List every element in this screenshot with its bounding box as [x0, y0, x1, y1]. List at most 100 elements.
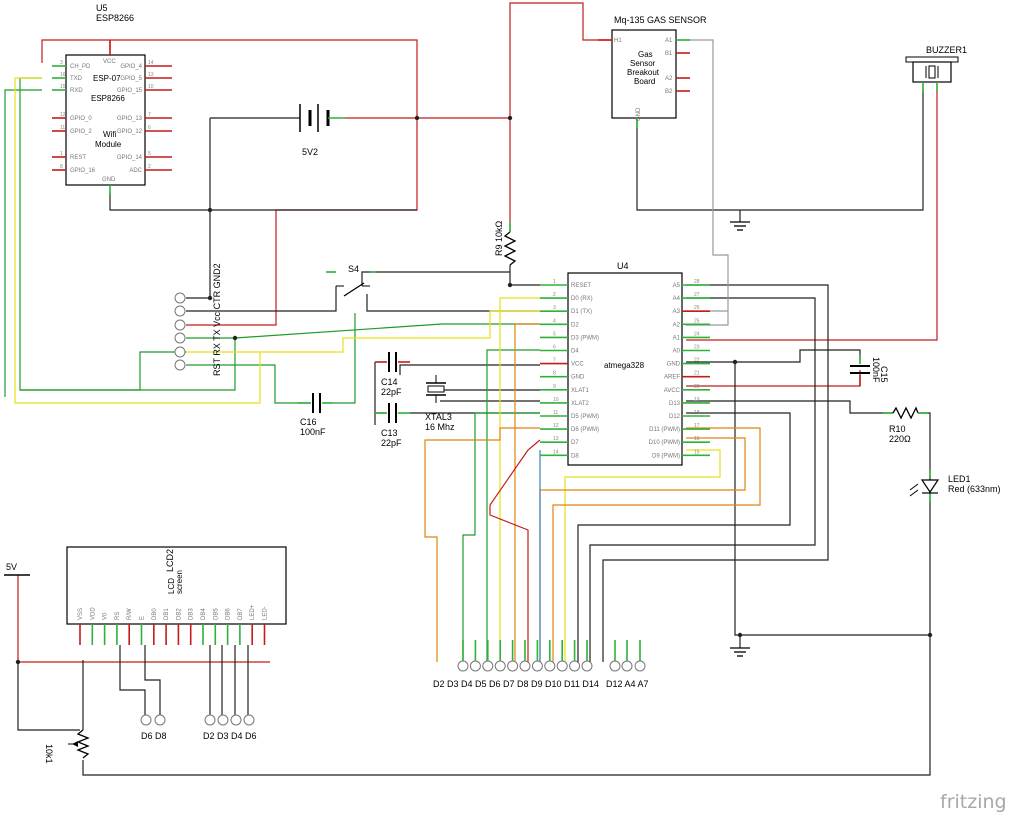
header-pad[interactable] — [531, 660, 543, 672]
u4-pin-number: 13 — [553, 436, 559, 442]
u4-pin-label: XLAT1 — [571, 388, 590, 394]
header-pad[interactable] — [556, 660, 568, 672]
header-pad[interactable] — [482, 660, 494, 672]
header-pad[interactable] — [519, 660, 531, 672]
potentiometer-10k1[interactable]: 10k1 — [44, 729, 90, 764]
u5-pin-label: GPIO_13 — [117, 116, 143, 122]
u4-pin-number: 7 — [553, 358, 556, 364]
lcd-pin-label: RS — [115, 612, 121, 620]
c16-value: 100nF — [300, 427, 326, 437]
lcd-pin-label: LED- — [263, 606, 269, 620]
u4-pin-label: A1 — [673, 335, 681, 341]
supply-label: 5V — [6, 562, 17, 572]
header-pad[interactable] — [544, 660, 556, 672]
u4-pin-number: 28 — [694, 279, 700, 285]
u4-pin-label: D1 (TX) — [571, 309, 592, 315]
resistor-r10[interactable]: R10 220Ω — [883, 406, 928, 444]
mq135-body-2: Sensor — [630, 59, 656, 68]
crystal-xtal3[interactable]: XTAL3 16 Mhz — [425, 375, 455, 432]
u4-pin-label: A0 — [673, 349, 681, 355]
header-pad[interactable] — [494, 660, 506, 672]
u4-pin-number: 27 — [694, 292, 700, 298]
u5-pin-label: GPIO_16 — [70, 168, 96, 174]
u4-pin-label: D11 (PWM) — [649, 427, 680, 433]
gnd2-connector[interactable]: RST RX TX Vcc CTR GND2 — [174, 263, 222, 376]
u4-pin-label: GND — [571, 375, 585, 381]
header-pad[interactable] — [457, 660, 469, 672]
header-pad[interactable] — [621, 660, 633, 672]
ground-symbols — [730, 221, 750, 657]
lcd-pin-label: DB2 — [176, 608, 182, 620]
main-header-label: D2 D3 D4 D5 D6 D7 D8 D9 D10 D11 D14 — [433, 679, 599, 689]
mq135-body-1: Gas — [638, 50, 653, 59]
header-pad[interactable] — [634, 660, 646, 672]
u4-pin-number: 17 — [694, 423, 700, 429]
mq135-pin-b1: B1 — [665, 51, 673, 57]
u5-pin-label: ADC — [129, 168, 142, 174]
u4-pin-label: D8 — [571, 453, 579, 459]
u5-gnd-label: GND — [102, 177, 116, 183]
pot-label: 10k1 — [44, 744, 54, 764]
lcd-pin-label: DB0 — [152, 608, 158, 620]
u4-pin-number: 4 — [553, 318, 556, 324]
u4-pin-number: 15 — [694, 449, 700, 455]
u5-pin-number: 10 — [148, 84, 154, 90]
header-pad[interactable] — [609, 660, 621, 672]
capacitor-c13[interactable]: C13 22pF — [375, 403, 410, 448]
buzzer[interactable]: BUZZER1 — [905, 45, 967, 92]
header-pad[interactable] — [507, 660, 519, 672]
u5-ref: U5 — [96, 3, 108, 13]
u4-pin-label: D7 — [571, 440, 579, 446]
xtal3-value: 16 Mhz — [425, 422, 455, 432]
lcd-pin-label: LED+ — [250, 604, 256, 620]
esp8266-module[interactable]: U5 ESP8266 VCC GND ESP-07 ESP8266 Wifi M… — [52, 3, 172, 195]
main-header[interactable]: D2 D3 D4 D5 D6 D7 D8 D9 D10 D11 D14 — [433, 640, 599, 689]
lcd-pin-label: VDD — [90, 607, 96, 620]
u4-pin-number: 16 — [694, 436, 700, 442]
resistor-r9[interactable]: R9 10kΩ — [494, 220, 517, 266]
capacitor-c16[interactable]: C16 100nF — [298, 393, 332, 437]
u4-pin-label: D5 (PWM) — [571, 414, 599, 420]
lcd-pin-label: VSS — [78, 608, 84, 620]
mq135-gas-sensor[interactable]: Mq-135 GAS SENSOR H1 A1 B1 A2 B2 GND Gas… — [598, 15, 707, 128]
lcd-data-header[interactable]: D2 D3 D4 D6 — [203, 714, 257, 741]
mq135-title: Mq-135 GAS SENSOR — [614, 15, 707, 25]
u5-pin-number: 16 — [60, 72, 66, 78]
u4-pin-number: 24 — [694, 331, 700, 337]
u5-pin-label: GPIO_0 — [70, 116, 92, 122]
header-pad[interactable] — [569, 660, 581, 672]
supply-5v[interactable]: 5V — [4, 562, 30, 576]
led1-ref: LED1 — [948, 474, 971, 484]
lcd-ctrl-header[interactable]: D6 D8 — [140, 714, 167, 741]
header-pad[interactable] — [469, 660, 481, 672]
u5-pin-label: GPIO_14 — [117, 155, 143, 161]
u4-pin-number: 14 — [553, 449, 559, 455]
lcd-body-1: LCD — [167, 578, 176, 594]
c14-value: 22pF — [381, 387, 402, 397]
u5-pin-number: 2 — [148, 164, 151, 170]
u5-pin-label: REST — [70, 155, 86, 161]
u5-pin-label: GPIO_12 — [117, 129, 143, 135]
lcd-ctrl-label: D6 D8 — [141, 731, 167, 741]
mq135-pin-h1: H1 — [614, 38, 622, 44]
switch-s4[interactable]: S4 — [326, 264, 376, 297]
header-pad[interactable] — [581, 660, 593, 672]
battery-5v2[interactable]: 5V2 — [299, 104, 345, 157]
lcd-body-2: screen — [175, 570, 184, 594]
u4-pin-number: 2 — [553, 292, 556, 298]
u5-pin-number: 7 — [148, 112, 151, 118]
u4-pin-label: A4 — [673, 296, 681, 302]
r10-ref: R10 — [889, 424, 906, 434]
u5-vcc-label: VCC — [103, 59, 116, 65]
u4-pin-number: 25 — [694, 318, 700, 324]
u4-pin-number: 20 — [694, 384, 700, 390]
capacitor-c14[interactable]: C14 22pF — [375, 352, 410, 397]
led-led1[interactable]: LED1 Red (633nm) — [909, 470, 1001, 502]
gnd2-label: RST RX TX Vcc CTR GND2 — [212, 263, 222, 376]
capacitor-c15[interactable]: C15 100nF — [850, 355, 889, 386]
u4-pin-label: D2 — [571, 322, 579, 328]
lcd-data-label: D2 D3 D4 D6 — [203, 731, 257, 741]
side-header[interactable]: D12 A4 A7 — [606, 640, 649, 689]
